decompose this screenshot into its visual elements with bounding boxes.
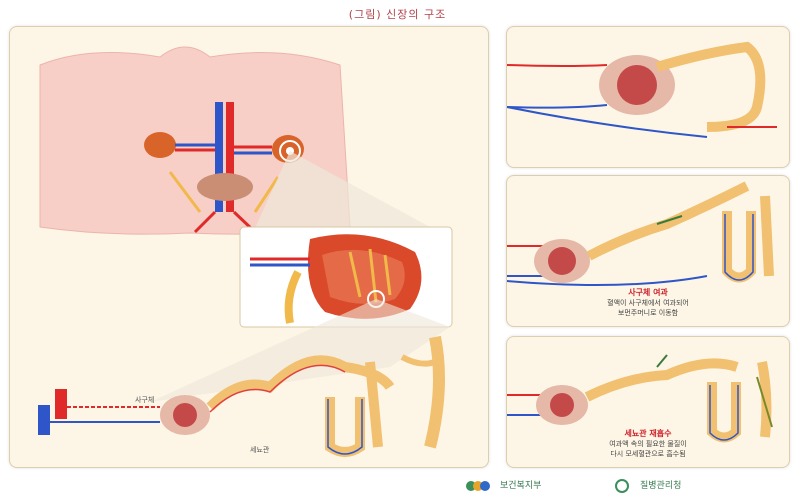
panel-3-heading: 세뇨관 재흡수 (507, 429, 789, 439)
ministry-logo-icon (464, 479, 494, 493)
panel-top-right (506, 26, 790, 168)
panel-2-caption: 사구체 여과 혈액이 사구체에서 여과되어 보먼주머니로 이동함 (507, 288, 789, 318)
panel-3-caption: 세뇨관 재흡수 여과액 속의 필요한 물질이 다시 모세혈관으로 흡수됨 (507, 429, 789, 459)
footer-logo-left: 보건복지부 (500, 478, 541, 491)
panel-3-line-1: 여과액 속의 필요한 물질이 (507, 439, 789, 449)
footer-logo-right: 질병관리청 (640, 478, 681, 491)
panel-3-line-2: 다시 모세혈관으로 흡수됨 (507, 449, 789, 459)
main-panel: 사구체 세뇨관 (9, 26, 489, 468)
page-title: (그림) 신장의 구조 (0, 6, 795, 22)
panel-2-line-2: 보먼주머니로 이동함 (507, 308, 789, 318)
panel-middle-right: 사구체 여과 혈액이 사구체에서 여과되어 보먼주머니로 이동함 (506, 175, 790, 327)
panel-2-heading: 사구체 여과 (507, 288, 789, 298)
main-illustration (10, 27, 488, 467)
label-tubule: 세뇨관 (250, 445, 269, 455)
label-glomerulus: 사구체 (135, 395, 154, 405)
agency-logo-icon (612, 479, 632, 493)
panel-1-illustration (507, 27, 789, 167)
panel-bottom-right: 세뇨관 재흡수 여과액 속의 필요한 물질이 다시 모세혈관으로 흡수됨 (506, 336, 790, 468)
panel-2-line-1: 혈액이 사구체에서 여과되어 (507, 298, 789, 308)
